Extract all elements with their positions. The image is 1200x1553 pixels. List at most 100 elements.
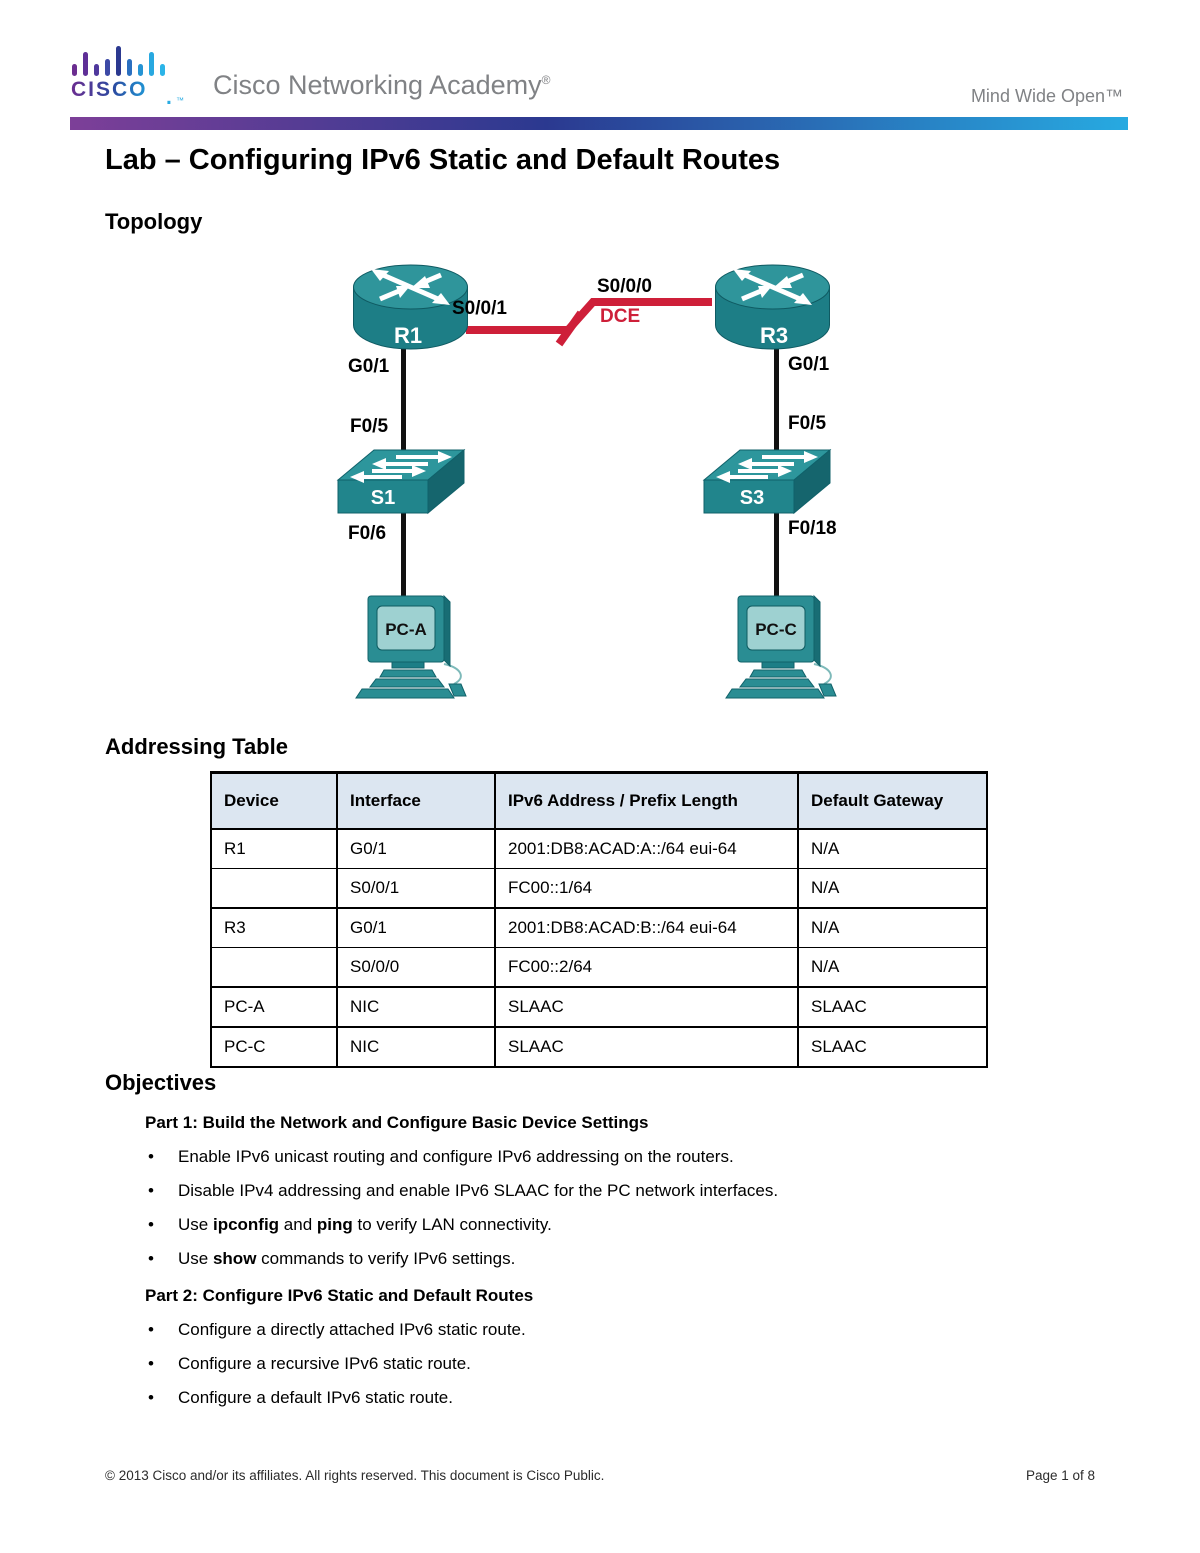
footer-copyright: © 2013 Cisco and/or its affiliates. All …	[105, 1468, 605, 1483]
objective-bullet: • Configure a recursive IPv6 static route…	[148, 1354, 1115, 1374]
pc-a-icon: PC-A	[355, 594, 467, 699]
cisco-logo-wordmark: CISCO	[71, 78, 148, 101]
iface-label-f0-5-right: F0/5	[788, 413, 827, 434]
table-cell: S0/0/1	[336, 868, 495, 908]
table-cell	[211, 947, 337, 987]
objective-bullet: • Enable IPv6 unicast routing and configu…	[148, 1147, 1115, 1167]
objectives-parts: Part 1: Build the Network and Configure …	[105, 1113, 1115, 1408]
part-2-title: Part 2: Configure IPv6 Static and Defaul…	[145, 1286, 534, 1305]
bullet-text: Configure a directly attached IPv6 stati…	[178, 1320, 526, 1339]
router-r1-label: R1	[394, 323, 422, 348]
bullet-text: Enable IPv6 unicast routing and configur…	[178, 1147, 734, 1166]
bullet-text: Configure a recursive IPv6 static route.	[178, 1354, 471, 1373]
table-cell: SLAAC	[797, 1026, 987, 1067]
bullet-dot: •	[148, 1215, 154, 1234]
page-title: Lab – Configuring IPv6 Static and Defaul…	[105, 144, 781, 176]
objectives-heading: Objectives	[105, 1070, 217, 1095]
iface-label-s0-0-1: S0/0/1	[452, 298, 507, 319]
router-r1-icon: R1	[353, 264, 468, 350]
objective-bullet: • Disable IPv4 addressing and enable IPv6…	[148, 1181, 1115, 1201]
serial-link-icon	[466, 298, 712, 347]
column-header: IPv6 Address / Prefix Length	[494, 772, 798, 830]
objective-bullet: • Configure a directly attached IPv6 stat…	[148, 1320, 1115, 1340]
table-cell: 2001:DB8:ACAD:A::/64 eui-64	[494, 828, 798, 869]
table-cell: SLAAC	[797, 986, 987, 1027]
table-cell: N/A	[797, 828, 987, 869]
switch-s1-label: S1	[371, 487, 395, 509]
column-header: Device	[211, 772, 337, 830]
table-cell: NIC	[336, 1026, 495, 1067]
bullet-dot: •	[148, 1147, 154, 1166]
brand-name: Cisco Networking Academy	[213, 70, 542, 100]
table-cell: N/A	[797, 947, 987, 987]
bullet-text: Disable IPv4 addressing and enable IPv6 …	[178, 1181, 779, 1200]
tagline-text: Mind Wide Open™	[970, 86, 1123, 106]
part-1-title: Part 1: Build the Network and Configure …	[145, 1113, 649, 1132]
cisco-logo-bars-icon	[72, 46, 165, 76]
pc-c-icon: PC-C	[725, 594, 837, 699]
link-r1-s1	[401, 344, 406, 452]
bullet-dot: •	[148, 1388, 154, 1407]
bullet-dot: •	[148, 1320, 154, 1339]
addressing-table-heading: Addressing Table	[105, 734, 288, 759]
objective-bullet: •Use show commands to verify IPv6 settin…	[148, 1249, 1115, 1269]
table-cell: N/A	[797, 868, 987, 908]
iface-label-g0-1-right: G0/1	[788, 354, 830, 375]
iface-label-f0-5-left: F0/5	[350, 416, 389, 437]
iface-label-g0-1-left: G0/1	[348, 356, 390, 377]
table-cell: FC00::1/64	[494, 868, 798, 908]
switch-s3-icon: S3	[702, 448, 832, 515]
iface-label-s0-0-0: S0/0/0	[597, 276, 652, 297]
bullet-text: Use ipconfig and ping to verify LAN conn…	[178, 1215, 552, 1234]
gradient-divider	[70, 117, 1128, 130]
footer-page-number: Page 1 of 8	[1025, 1468, 1095, 1483]
table-cell: S0/0/0	[336, 947, 495, 987]
bullet-text: Configure a default IPv6 static route.	[178, 1388, 453, 1407]
switch-s1-icon: S1	[336, 448, 466, 515]
table-cell: 2001:DB8:ACAD:B::/64 eui-64	[494, 907, 798, 948]
table-cell: N/A	[797, 907, 987, 948]
table-cell: NIC	[336, 986, 495, 1027]
bullet-dot: •	[148, 1181, 154, 1200]
column-header: Interface	[336, 772, 495, 830]
pc-a-label: PC-A	[385, 620, 427, 639]
bullet-dot: •	[148, 1354, 154, 1373]
column-header: Default Gateway	[797, 772, 987, 830]
registered-mark: ®	[541, 73, 551, 87]
table-cell: R1	[211, 828, 337, 869]
link-s3-pcc	[774, 510, 779, 602]
cisco-logo-dot: .	[166, 86, 172, 109]
objectives-section: Objectives Part 1: Build the Network and…	[105, 1070, 1115, 1408]
bullet-dot: •	[148, 1249, 154, 1268]
router-r3-icon: R3	[715, 264, 830, 350]
iface-label-f0-6: F0/6	[348, 523, 387, 544]
table-cell: G0/1	[336, 828, 495, 869]
iface-label-f0-18: F0/18	[788, 518, 837, 539]
router-r3-label: R3	[760, 323, 788, 348]
link-s1-pca	[401, 510, 406, 602]
switch-s3-label: S3	[740, 487, 764, 509]
cisco-logo-trademark: ™	[176, 96, 184, 105]
table-cell: PC-A	[211, 986, 337, 1027]
table-cell: PC-C	[211, 1026, 337, 1067]
table-cell: SLAAC	[494, 1026, 798, 1067]
table-cell: G0/1	[336, 907, 495, 948]
table-cell: SLAAC	[494, 986, 798, 1027]
footer: © 2013 Cisco and/or its affiliates. All …	[105, 1468, 1095, 1483]
brand-text: Cisco Networking Academy®	[213, 70, 550, 101]
pc-c-label: PC-C	[755, 620, 797, 639]
link-r3-s3	[774, 344, 779, 452]
table-cell: FC00::2/64	[494, 947, 798, 987]
table-cell: R3	[211, 907, 337, 948]
iface-label-dce: DCE	[600, 306, 641, 327]
